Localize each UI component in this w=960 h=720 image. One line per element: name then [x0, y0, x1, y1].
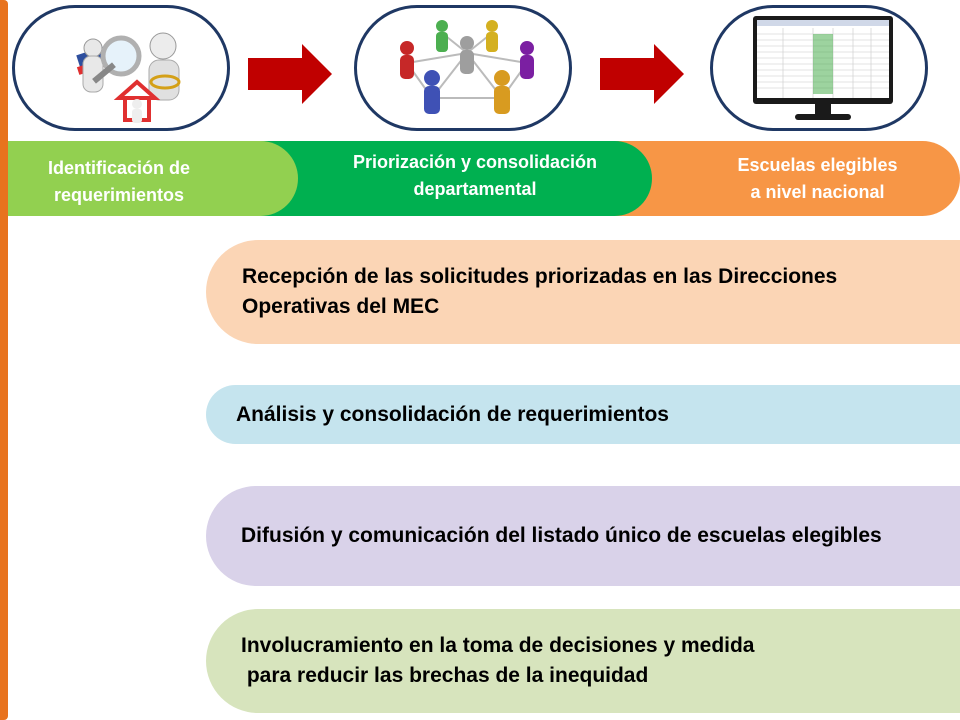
stage-label-line2: departamental — [413, 178, 537, 199]
stage-label-line2: a nivel nacional — [750, 181, 885, 202]
band-text-line1: Involucramiento en la toma de decisiones… — [241, 634, 755, 657]
band-text-line1: Recepción de las solicitudes priorizadas… — [242, 265, 838, 288]
right-arrow-icon — [248, 44, 332, 104]
band-text-line2: Operativas del MEC — [242, 295, 440, 318]
people-network-icon — [400, 20, 534, 114]
spreadsheet-monitor-icon — [753, 16, 893, 120]
eligible-schools-image-frame — [710, 5, 928, 131]
right-arrow-icon — [600, 44, 684, 104]
left-accent-bar — [0, 0, 8, 720]
stage-label-line1: Escuelas elegibles — [737, 154, 898, 175]
stage-identification: Identificación de requerimientos — [8, 141, 298, 216]
band-text-line1: Difusión y comunicación del listado únic… — [241, 524, 882, 547]
stage-label-line1: Identificación de — [47, 157, 191, 178]
stage-label-line2: requerimientos — [53, 184, 185, 205]
band-text-line1: Análisis y consolidación de requerimient… — [236, 402, 669, 426]
activity-band-reception: Recepción de las solicitudes priorizadas… — [206, 240, 960, 344]
band-text-line2: para reducir las brechas de la inequidad — [241, 664, 649, 687]
activity-band-involvement: Involucramiento en la toma de decisiones… — [206, 609, 960, 713]
stage-label-line1: Priorización y consolidación — [352, 151, 598, 172]
identification-image-frame — [12, 5, 230, 131]
stage-prioritization: Priorización y consolidación departament… — [250, 141, 652, 216]
magnifier-figures-icon — [76, 32, 181, 123]
activity-band-analysis: Análisis y consolidación de requerimient… — [206, 385, 960, 444]
prioritization-image-frame — [354, 5, 572, 131]
activity-band-dissemination: Difusión y comunicación del listado únic… — [206, 486, 960, 586]
